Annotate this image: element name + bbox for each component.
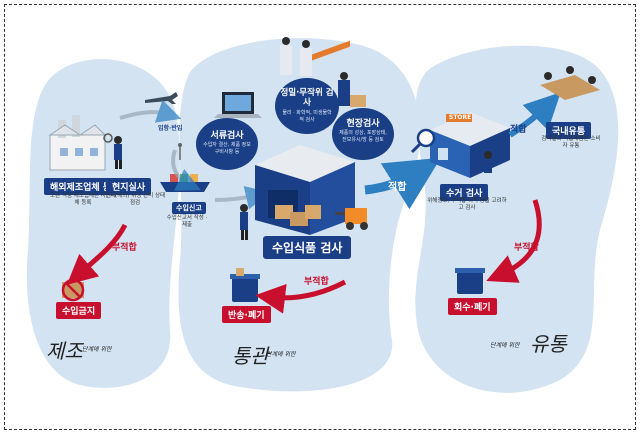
diagram-frame: [4, 4, 636, 430]
route-arrow-3: [214, 186, 270, 210]
collect-inspection-desc: 위해정보, 부적합 이력 등을 고려하고 검사: [427, 198, 507, 211]
manufacture-stage-sub: 단계에 위한: [82, 346, 112, 353]
factory-icon: [48, 115, 107, 171]
boxes-icon: [275, 205, 321, 226]
precision-check-desc: 물리 · 화학적, 미생물학적 검사: [282, 110, 332, 123]
return-dispose-tag: 반송·폐기: [222, 306, 271, 323]
inspector-figure: [103, 133, 122, 169]
import-food-inspection-tag: 수입식품 검사: [263, 236, 352, 259]
route-arrow-1: [119, 99, 182, 123]
onsite-check-desc: 현지(해외) 위생 관리 상태 점검: [104, 193, 166, 206]
pass-label-customs: 적합: [388, 182, 407, 193]
distribution-stage-sub: 단계에 위한: [490, 342, 520, 349]
recall-dispose-tag: 회수·폐기: [448, 298, 497, 315]
unfit-arrow-distribution: [486, 199, 542, 283]
store-sign: STORE: [449, 114, 472, 121]
waste-bin-customs-icon: [230, 268, 260, 302]
magnifier-icon: [410, 128, 436, 154]
field-inspector-icon: [338, 72, 366, 107]
dining-family-icon: [540, 66, 600, 100]
entry-label: 입항·반입: [158, 125, 183, 132]
warehouse-icon: [255, 40, 355, 235]
route-arrow-2: [171, 149, 201, 191]
import-report-desc: 수입신고서 작성 · 제출: [166, 215, 208, 228]
field-check-bubble: 현장검사 제품의 성상, 포장상태, 전보유시/방 등 검토: [332, 108, 394, 160]
precision-check-bubble: 정밀·무작위 검사 물리 · 화학적, 미생물학적 검사: [275, 78, 339, 134]
pass-arrow-customs: [364, 157, 441, 210]
doc-check-desc: 수입자 결산, 제품 정보 구비사항 등: [203, 142, 251, 155]
onsite-check-tag: 현지실사: [106, 178, 152, 195]
field-check-title: 현장검사: [346, 119, 380, 129]
forklift-icon: [335, 208, 368, 230]
doc-check-bubble: 서류검사 수입자 결산, 제품 정보 구비사항 등: [196, 118, 258, 170]
collector-figure: [484, 151, 492, 173]
field-check-desc: 제품의 성상, 포장상태, 전보유시/방 등 검토: [339, 130, 387, 143]
unfit-arrow-customs: [255, 279, 347, 314]
wind-turbine-icon: [178, 143, 182, 160]
domestic-distribution-tag: 국내유통: [546, 122, 592, 139]
unfit-label-manufacture: 부적합: [112, 243, 137, 253]
distribution-stage-title: 유통: [530, 332, 567, 356]
waste-bin-distribution-icon: [455, 268, 485, 294]
overseas-register-tag: 해외제조업체 등록: [44, 178, 126, 195]
customs-stage-sub: 단계에 위한: [266, 351, 296, 358]
overseas-register-desc: 모든 식품 제조업체는 사전제체 등록: [50, 193, 116, 206]
unfit-label-distribution: 부적합: [514, 243, 539, 253]
unfit-label-customs: 부적합: [304, 277, 329, 287]
pass-arrow-distribution: [508, 92, 561, 138]
customs-stage-title: 통관: [232, 344, 269, 368]
doc-check-title: 서류검사: [210, 131, 244, 141]
import-ban-tag: 수입금지: [56, 302, 102, 319]
collect-inspection-tag: 수거 검사: [440, 184, 489, 201]
manufacture-stage-title: 제조: [46, 339, 83, 363]
import-report-tag: 수입신고: [172, 202, 206, 214]
domestic-distribution-desc: 검사결과 적합제품만 소비자 유통: [541, 136, 601, 149]
blocked-box-icon: [61, 278, 85, 302]
laptop-icon: [214, 92, 262, 118]
unfit-arrow-manufacture: [66, 223, 128, 285]
lab-scientists-icon: [280, 37, 312, 76]
customs-officer-figure: [240, 204, 248, 240]
pass-label-distribution: 적합: [510, 125, 527, 135]
precision-check-title: 정밀·무작위 검사: [280, 88, 334, 108]
